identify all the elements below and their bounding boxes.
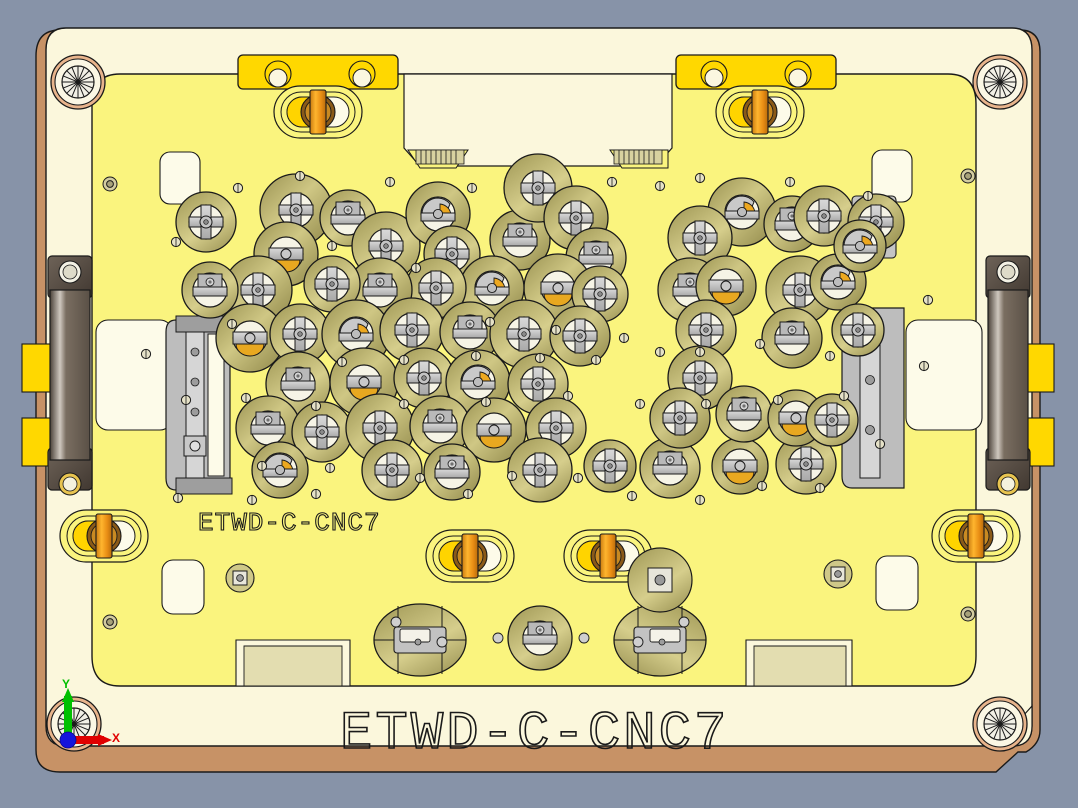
locator-pin: [626, 490, 638, 502]
locator-pin: [506, 470, 518, 482]
locator-pin: [550, 324, 562, 336]
disc[interactable]: [423, 443, 481, 501]
top-bracket-left[interactable]: [237, 54, 399, 90]
locator-pin: [654, 346, 666, 358]
disc[interactable]: [583, 439, 637, 493]
disc[interactable]: [175, 191, 237, 253]
locator-pin: [700, 398, 712, 410]
axis-label-x: X: [112, 731, 120, 745]
corner-lifter-br[interactable]: [972, 696, 1028, 752]
locator-pin: [240, 392, 252, 404]
disc[interactable]: [181, 261, 239, 319]
locator-pin: [824, 350, 836, 362]
locator-pin: [294, 170, 306, 182]
locator-pin: [814, 482, 826, 494]
base-bolt-holes: [102, 168, 976, 630]
bottom-pad-center[interactable]: [492, 605, 590, 671]
locator-pin: [634, 398, 646, 410]
locator-pin: [256, 460, 268, 472]
disc[interactable]: [507, 437, 573, 503]
knurl-top-left: [415, 149, 465, 165]
disc[interactable]: [761, 307, 823, 369]
disc[interactable]: [361, 439, 423, 501]
locator-pin: [694, 494, 706, 506]
locator-pin: [384, 176, 396, 188]
disc[interactable]: [831, 303, 885, 357]
locator-pin: [562, 390, 574, 402]
locator-pin: [324, 462, 336, 474]
disc[interactable]: [833, 219, 887, 273]
locator-pin: [694, 172, 706, 184]
axis-label-y: Y: [62, 677, 70, 691]
locator-boss-left[interactable]: [225, 563, 255, 593]
corner-lifter-tr[interactable]: [972, 54, 1028, 110]
bottom-pad-left[interactable]: [373, 603, 467, 677]
locator-pin: [772, 394, 784, 406]
locator-pin: [618, 332, 630, 344]
locator-pin: [180, 394, 192, 406]
locator-pin: [310, 400, 322, 412]
pin-clamp-mid-right[interactable]: [931, 509, 1021, 563]
locator-pin: [336, 356, 348, 368]
locator-pin: [918, 360, 930, 372]
locator-pin: [462, 488, 474, 500]
locator-pin: [922, 294, 934, 306]
top-bracket-right[interactable]: [675, 54, 837, 90]
disc[interactable]: [715, 385, 773, 443]
disc-cluster[interactable]: [175, 153, 905, 503]
locator-pin: [246, 494, 258, 506]
part-label-large: ETWD-C-CNC7: [340, 704, 729, 765]
corner-lifter-tl[interactable]: [50, 54, 106, 110]
part-label-small: ETWD-C-CNC7: [198, 508, 381, 538]
locator-pin: [480, 396, 492, 408]
locator-boss-right[interactable]: [823, 559, 853, 589]
disc[interactable]: [805, 393, 859, 447]
small-bosses: [140, 170, 934, 506]
bottom-pad-right[interactable]: [613, 603, 707, 677]
locator-pin: [654, 180, 666, 192]
side-rail-right[interactable]: [905, 255, 1055, 496]
axis-triad[interactable]: Y X: [47, 677, 120, 751]
locator-pin: [172, 492, 184, 504]
disc[interactable]: [639, 437, 701, 499]
pin-clamp-mid-left[interactable]: [59, 509, 149, 563]
locator-pin: [754, 338, 766, 350]
locator-pin: [170, 236, 182, 248]
locator-pin: [862, 190, 874, 202]
disc[interactable]: [649, 387, 711, 449]
locator-pin: [534, 352, 546, 364]
locator-pin: [414, 472, 426, 484]
locator-pin: [410, 262, 422, 274]
locator-pin: [572, 472, 584, 484]
locator-pin: [310, 488, 322, 500]
locator-pin: [606, 176, 618, 188]
locator-boss-mid[interactable]: [627, 547, 693, 613]
locator-pin: [226, 318, 238, 330]
disc[interactable]: [549, 305, 611, 367]
locator-pin: [398, 354, 410, 366]
pin-clamp-top-left[interactable]: [273, 85, 363, 139]
locator-pin: [874, 438, 886, 450]
locator-pin: [466, 182, 478, 194]
locator-pin: [484, 316, 496, 328]
locator-pin: [756, 480, 768, 492]
plate-slots: [159, 149, 919, 615]
locator-pin: [470, 350, 482, 362]
locator-pin: [140, 348, 152, 360]
locator-pin: [694, 346, 706, 358]
pin-clamp-top-right[interactable]: [715, 85, 805, 139]
pin-clamp-bottom-a[interactable]: [425, 529, 515, 583]
side-rail-left[interactable]: [21, 255, 173, 496]
knurl-top-right: [613, 149, 663, 165]
disc[interactable]: [251, 441, 309, 499]
locator-pin: [838, 390, 850, 402]
locator-pin: [398, 398, 410, 410]
locator-pin: [326, 240, 338, 252]
locator-pin: [232, 182, 244, 194]
locator-pin: [590, 354, 602, 366]
locator-pin: [784, 176, 796, 188]
